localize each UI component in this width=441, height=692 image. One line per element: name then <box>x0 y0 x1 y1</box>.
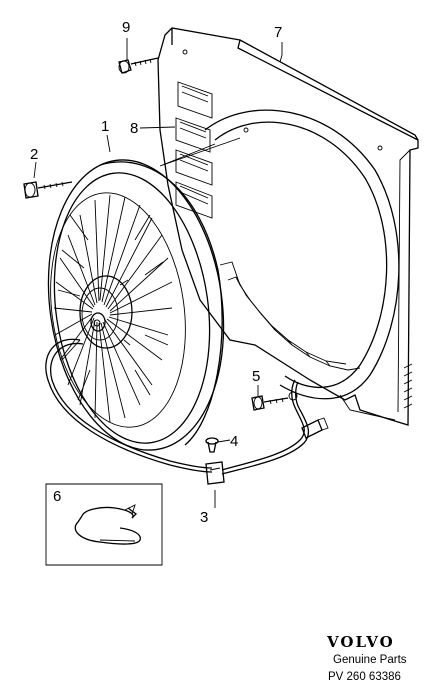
callout-2: 2 <box>30 146 38 163</box>
footer-subtitle: Genuine Parts <box>333 654 407 666</box>
screw-9 <box>118 57 159 74</box>
callouts: 9 7 1 8 2 5 4 6 3 <box>30 19 282 526</box>
callout-4: 4 <box>230 433 238 450</box>
screw-5 <box>251 395 289 411</box>
callout-8: 8 <box>130 120 138 137</box>
fan-assembly <box>47 159 225 451</box>
callout-5: 5 <box>252 368 260 385</box>
brand-logo: VOLVO <box>326 633 395 651</box>
fan-shroud <box>157 27 419 426</box>
wiring-harness <box>45 338 329 485</box>
leader-lines <box>33 38 283 508</box>
callout-7: 7 <box>274 24 282 41</box>
callout-9: 9 <box>122 19 130 36</box>
callout-1: 1 <box>101 118 109 135</box>
screw-2 <box>23 181 73 199</box>
callout-6: 6 <box>53 488 61 505</box>
footer: VOLVO Genuine Parts PV 260 63386 <box>326 633 407 683</box>
rivet-4 <box>205 437 219 453</box>
part-number: PV 260 63386 <box>328 671 401 683</box>
fan-blades <box>53 194 173 423</box>
callout-3: 3 <box>200 509 208 526</box>
inset-clamp <box>45 483 163 566</box>
shroud-vents <box>175 81 213 219</box>
